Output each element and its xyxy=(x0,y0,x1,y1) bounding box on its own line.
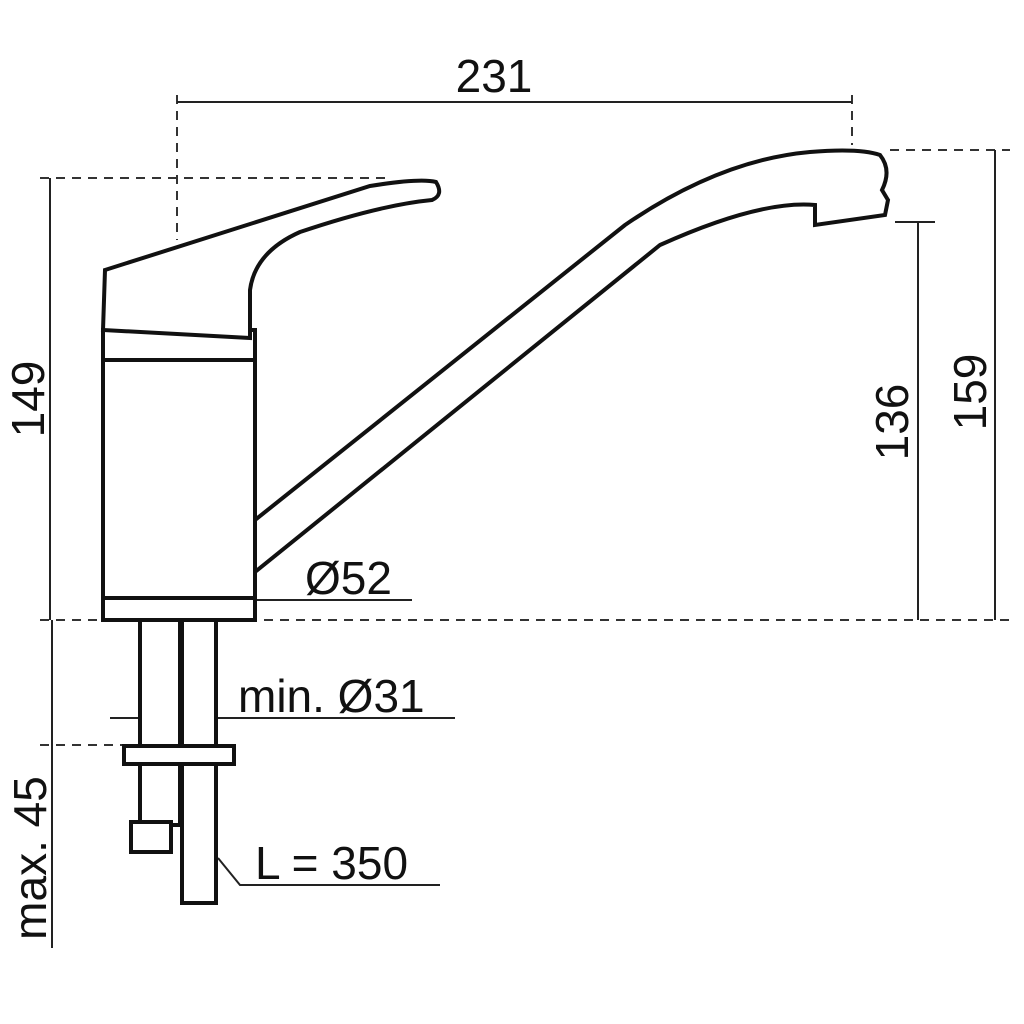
spout xyxy=(239,148,891,575)
dim-lever-height: 149 xyxy=(2,361,54,438)
dim-hose-length: L = 350 xyxy=(255,837,408,889)
dim-spout-reach: 231 xyxy=(456,50,533,102)
dim-body-diameter: Ø52 xyxy=(305,552,392,604)
mounting-nut xyxy=(122,744,236,766)
lever-handle xyxy=(100,178,442,341)
dim-hole-diameter: min. Ø31 xyxy=(238,670,425,722)
supply-pipes xyxy=(122,618,236,905)
dim-max-thickness: max. 45 xyxy=(4,776,56,940)
dim-total-height: 159 xyxy=(944,354,996,431)
body xyxy=(101,328,257,622)
dim-spout-outlet-height: 136 xyxy=(866,384,918,461)
faucet xyxy=(100,148,891,905)
hose-connector xyxy=(129,820,173,854)
